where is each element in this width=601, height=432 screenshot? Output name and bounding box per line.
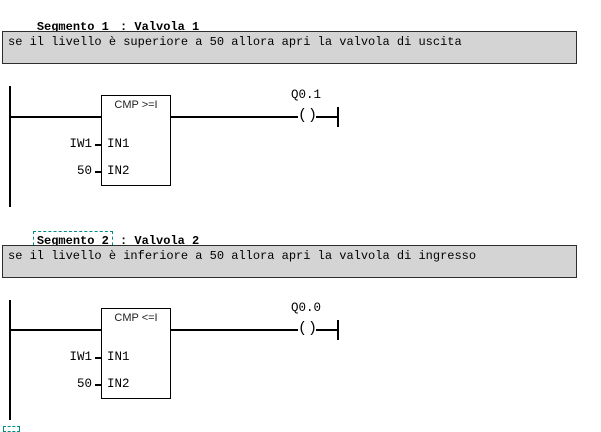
compare-block-1-pin-in2: IN2 <box>107 164 130 178</box>
wire-rung1-output <box>170 116 298 118</box>
wire-rung2-output <box>170 329 298 331</box>
coil-2-address[interactable]: Q0.0 <box>290 301 321 315</box>
segment-1-comment[interactable]: se il livello è superiore a 50 allora ap… <box>2 31 577 64</box>
coil-2-symbol[interactable]: ( <box>298 320 308 337</box>
compare-block-2-label: CMP <=I <box>114 312 158 324</box>
segment-1-comment-text: se il livello è superiore a 50 allora ap… <box>8 35 462 49</box>
compare-block-2-operand-in2[interactable]: 50 <box>76 377 92 391</box>
compare-block-2[interactable]: CMP <=I <box>101 308 171 399</box>
compare-block-2-pin-in2: IN2 <box>107 377 130 391</box>
power-rail-left-2 <box>9 300 11 420</box>
segment-1-title[interactable]: Segmento 1 : Valvola 1 <box>4 3 199 51</box>
wire-stub-in1-2 <box>95 357 102 359</box>
wire-stub-in1-1 <box>95 144 102 146</box>
compare-block-2-operand-in1[interactable]: IW1 <box>69 350 92 364</box>
power-rail-right-2 <box>337 320 339 340</box>
compare-block-1-operand-in2[interactable]: 50 <box>76 164 92 178</box>
segment-2-title[interactable]: Segmento 2 : Valvola 2 <box>4 217 199 265</box>
segment-2-comment-text: se il livello è inferiore a 50 allora ap… <box>8 249 477 263</box>
power-rail-right-1 <box>337 107 339 127</box>
wire-rung1-input <box>9 116 102 118</box>
coil-1-symbol[interactable]: ( <box>298 107 308 124</box>
compare-block-2-pin-in1: IN1 <box>107 350 130 364</box>
segment-1-title-desc: : Valvola 1 <box>112 20 200 34</box>
coil-1-symbol[interactable]: ) <box>308 107 318 124</box>
compare-block-1-pin-in1: IN1 <box>107 137 130 151</box>
compare-block-1-operand-in1[interactable]: IW1 <box>69 137 92 151</box>
wire-rung1-to-rail <box>316 116 338 118</box>
selection-marquee-fragment <box>3 426 20 432</box>
segment-2-comment[interactable]: se il livello è inferiore a 50 allora ap… <box>2 245 577 278</box>
compare-block-1-label: CMP >=I <box>114 99 158 111</box>
wire-rung2-to-rail <box>316 329 338 331</box>
wire-rung2-input <box>9 329 102 331</box>
segment-2-title-desc: : Valvola 2 <box>112 234 200 248</box>
coil-2-symbol[interactable]: ) <box>308 320 318 337</box>
wire-stub-in2-2 <box>95 384 102 386</box>
wire-stub-in2-1 <box>95 171 102 173</box>
coil-1-address[interactable]: Q0.1 <box>290 88 321 102</box>
power-rail-left-1 <box>9 86 11 207</box>
compare-block-1[interactable]: CMP >=I <box>101 95 171 186</box>
segment-1-title-name[interactable]: Segmento 1 <box>36 20 109 34</box>
